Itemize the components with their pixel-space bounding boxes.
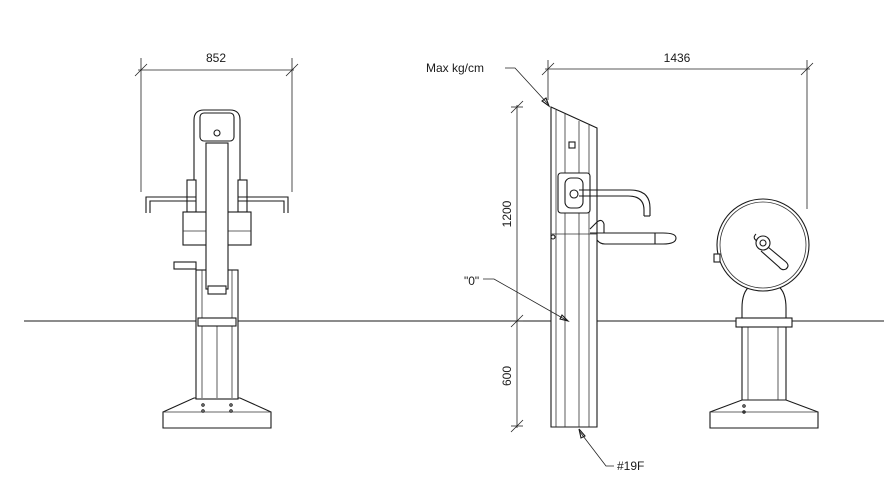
height-above-ground-label: 1200: [500, 200, 514, 227]
side-post: [550, 106, 598, 428]
front-view: 852: [134, 51, 299, 429]
part-number-leader: [579, 431, 614, 467]
side-width-dimension: [541, 60, 814, 209]
front-left-handle: [145, 196, 196, 213]
zero-mark-callout: "0": [464, 274, 479, 288]
side-width-label: 1436: [664, 51, 691, 65]
front-width-dimension: [134, 58, 299, 192]
side-upper-handle: [579, 189, 651, 216]
zero-mark-leader: [483, 278, 567, 321]
end-base-plate: [709, 399, 819, 429]
front-base-plate: [162, 397, 272, 429]
end-post: [741, 285, 787, 401]
max-load-callout: Max kg/cm: [426, 61, 484, 75]
end-knob: [713, 253, 721, 263]
side-lower-handle: [590, 232, 677, 245]
part-number-callout: #19F: [617, 459, 644, 473]
max-load-leader: [505, 67, 549, 105]
front-width-label: 852: [206, 51, 226, 65]
height-dimension: [510, 100, 524, 433]
front-knob: [173, 261, 197, 270]
end-wheel-hub: [755, 235, 771, 251]
end-view: [709, 198, 819, 429]
front-right-handle: [238, 196, 289, 213]
side-view: 1436 1200 600: [426, 51, 814, 473]
front-arm: [205, 142, 229, 290]
depth-below-ground-label: 600: [500, 366, 514, 386]
end-crank: [760, 246, 789, 271]
